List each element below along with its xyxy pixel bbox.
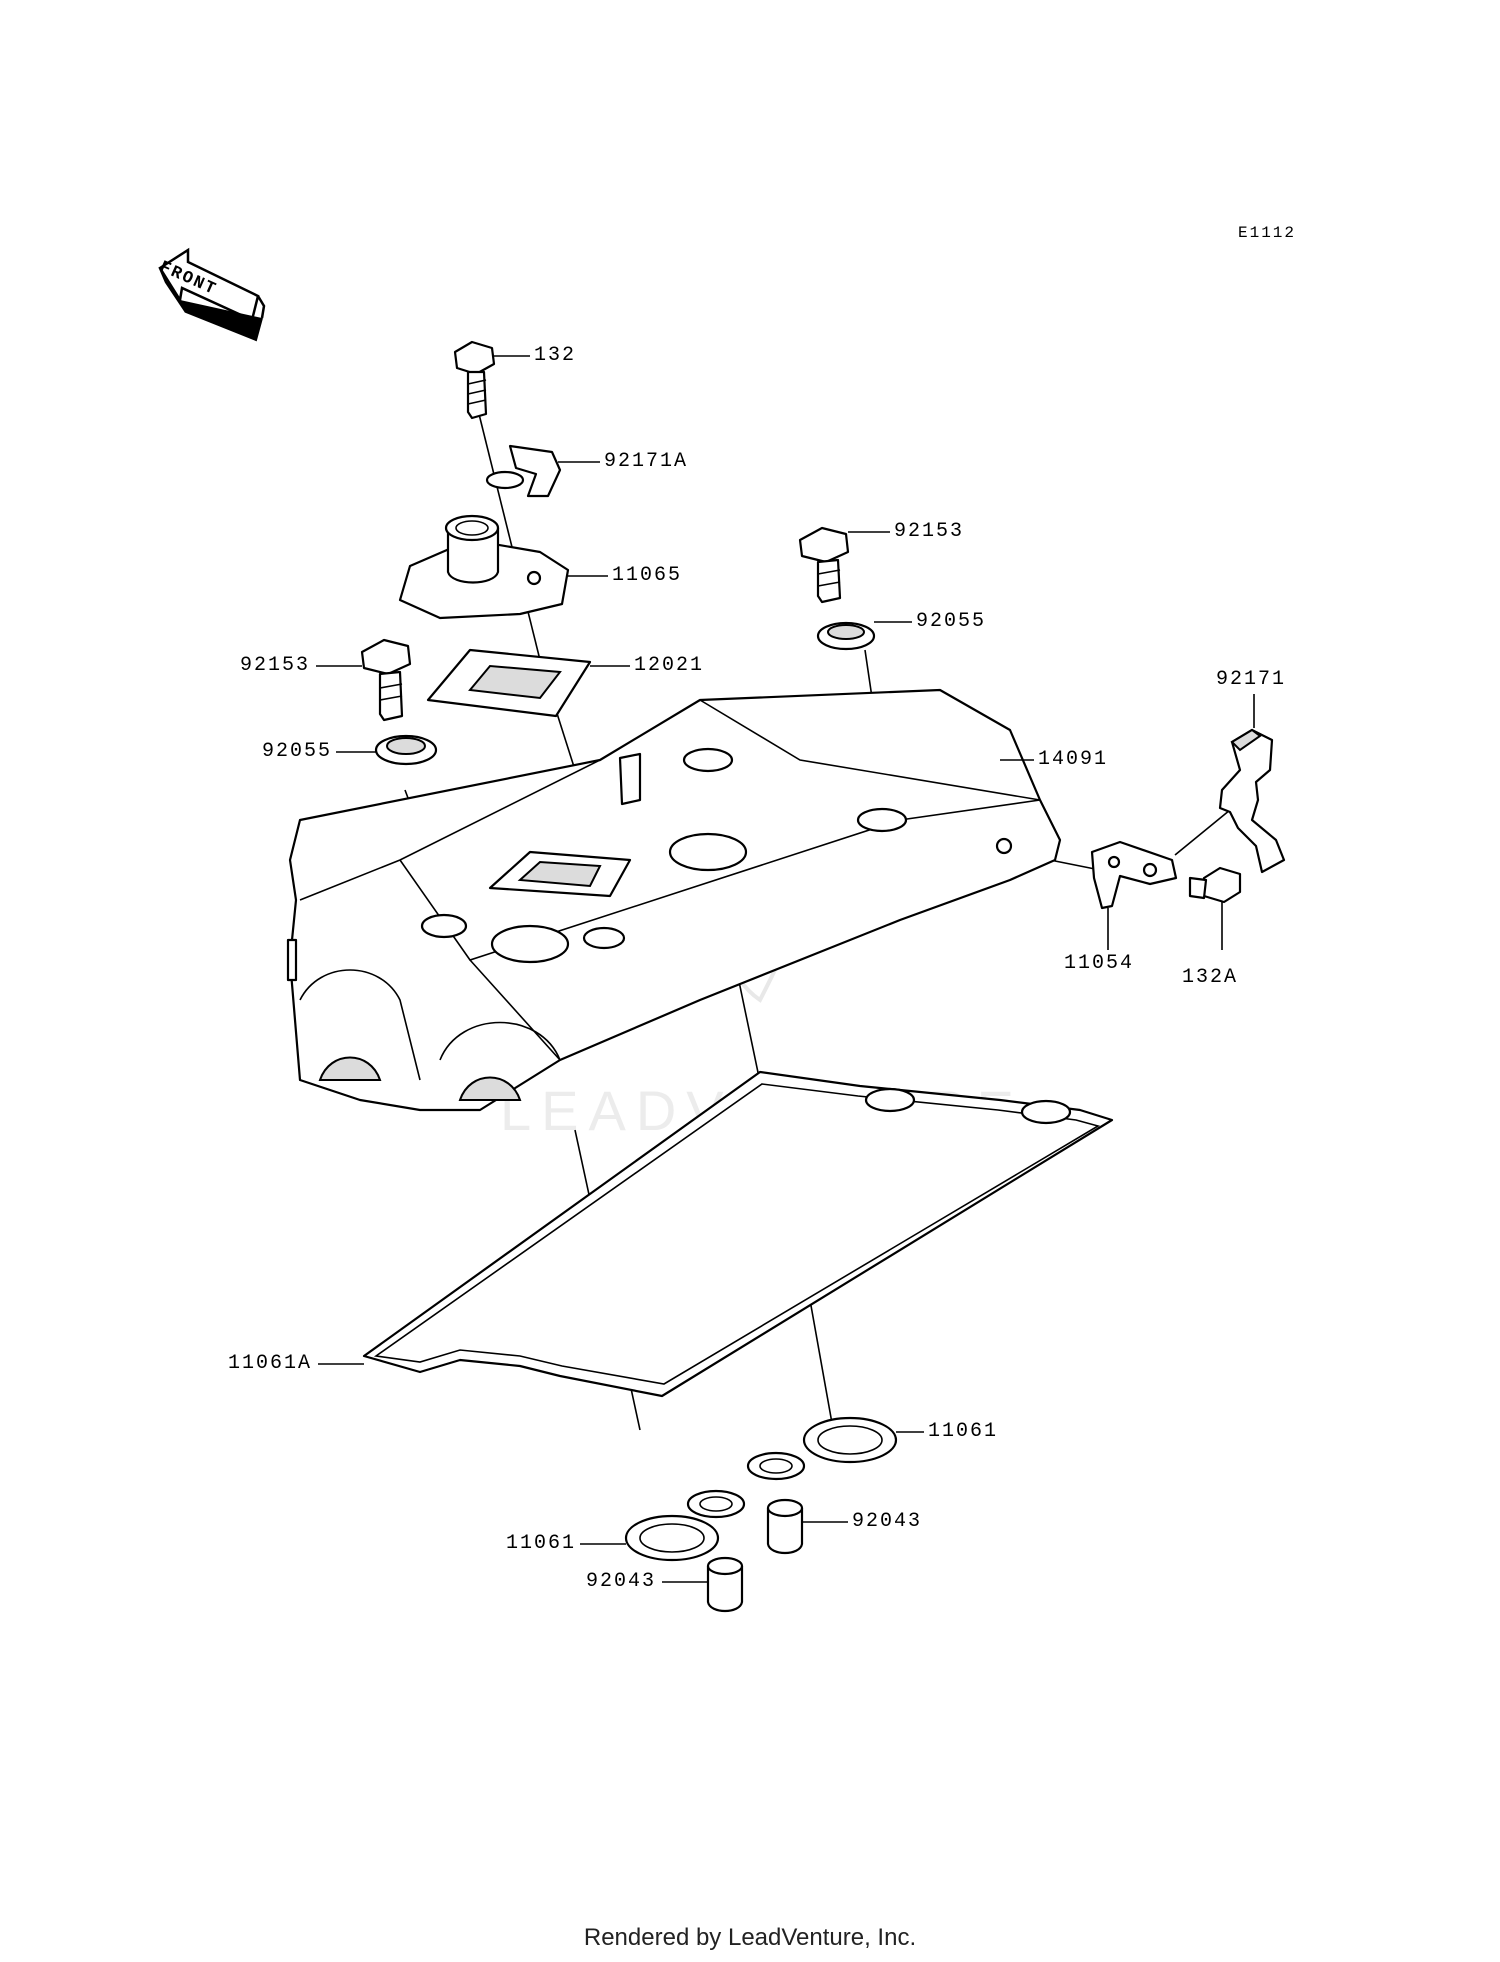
breather-cover-11065 — [398, 514, 608, 620]
callout-92043-left: 92043 — [586, 1570, 657, 1593]
callout-92055-left: 92055 — [262, 740, 333, 763]
bolt-132A — [1188, 866, 1242, 950]
clamp-92171 — [1218, 694, 1286, 874]
callout-11065: 11065 — [612, 564, 683, 587]
bracket-11054 — [1090, 840, 1178, 950]
callout-11061A: 11061A — [228, 1352, 313, 1375]
callout-12021: 12021 — [634, 654, 705, 677]
diagram-code: E1112 — [1238, 224, 1297, 242]
bracket-92171A — [485, 444, 600, 498]
callout-132: 132 — [534, 344, 577, 367]
footer-credit: Rendered by LeadVenture, Inc. — [583, 1924, 917, 1951]
callout-92171A: 92171A — [604, 450, 689, 473]
bolt-132 — [453, 340, 530, 420]
callout-92153-left: 92153 — [240, 654, 311, 677]
callout-11054: 11054 — [1064, 952, 1135, 975]
cylinder-head-cover-14091 — [286, 688, 1062, 1112]
bolt-92153-right — [798, 526, 890, 604]
collar-92043-left — [662, 1556, 744, 1613]
callout-14091: 14091 — [1038, 748, 1109, 771]
collar-92043-right — [766, 1498, 848, 1555]
gasket-11061A — [318, 1070, 1114, 1398]
gasket-12021 — [426, 648, 630, 718]
ring-gasket-11061-right — [746, 1416, 924, 1481]
callout-92153-right: 92153 — [894, 520, 965, 543]
callout-92055-right: 92055 — [916, 610, 987, 633]
callout-11061-left: 11061 — [506, 1532, 577, 1555]
ring-gasket-11061-left — [580, 1489, 746, 1562]
callout-132A: 132A — [1182, 966, 1239, 989]
callout-11061-right: 11061 — [928, 1420, 999, 1443]
callout-92043-right: 92043 — [852, 1510, 923, 1533]
callout-92171: 92171 — [1216, 668, 1287, 691]
bolt-92153-left — [316, 638, 412, 722]
front-arrow-icon — [158, 247, 266, 342]
grommet-92055-left — [336, 734, 438, 766]
grommet-92055-right — [816, 621, 912, 651]
